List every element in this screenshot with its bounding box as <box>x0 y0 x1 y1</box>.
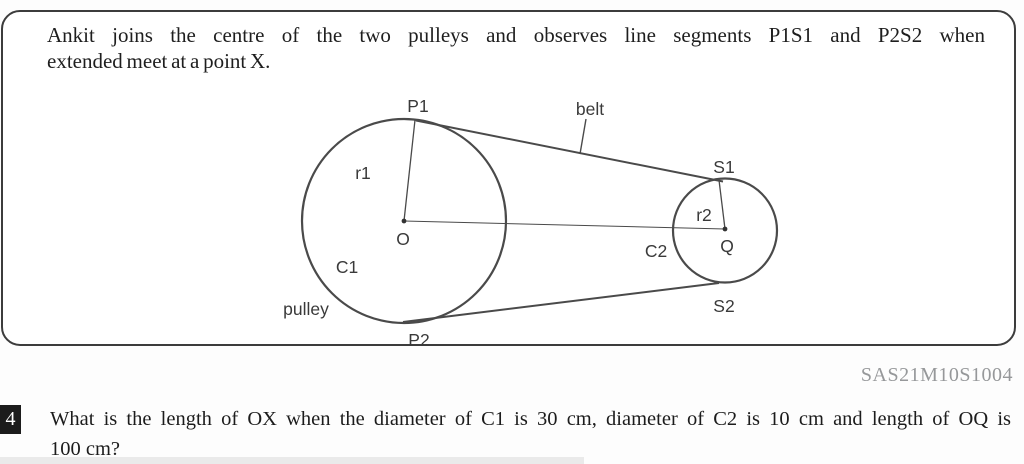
label-p1: P1 <box>407 96 428 116</box>
radius-o-p1-line <box>403 119 416 222</box>
intro-text-line2: extended meet at a point X. <box>47 48 271 73</box>
pulley-c1-circle <box>300 117 508 325</box>
label-s2: S2 <box>713 296 734 316</box>
label-s1: S1 <box>713 157 734 177</box>
reference-code: SAS21M10S1004 <box>860 364 1013 386</box>
label-c1: C1 <box>336 257 358 277</box>
label-r2: r2 <box>696 205 712 225</box>
label-pulley: pulley <box>283 299 329 319</box>
belt-top-tangent-line <box>415 119 724 183</box>
belt-bottom-tangent-line <box>402 282 720 323</box>
intro-text-line1: Ankit joins the centre of the two pulley… <box>47 23 985 47</box>
question-text-line2: 100 cm? <box>50 438 121 460</box>
pulley-belt-diagram: P1 belt S1 r1 r2 O Q C2 C1 S2 pulley P2 <box>283 96 779 350</box>
centre-o-dot <box>401 218 407 224</box>
intro-paragraph: Ankit joins the centre of the two pulley… <box>47 23 985 74</box>
centre-line-o-q <box>403 220 726 230</box>
radius-q-s1-line <box>718 179 726 230</box>
pulley-c2-circle <box>671 177 779 284</box>
label-belt: belt <box>576 99 604 119</box>
centre-q-dot <box>722 226 728 232</box>
question-number-badge: 4 <box>0 405 21 434</box>
label-r1: r1 <box>355 163 371 183</box>
question-context-card: Ankit joins the centre of the two pulley… <box>1 10 1016 350</box>
question-text-line1: What is the length of OX when the diamet… <box>50 408 1011 430</box>
label-p2: P2 <box>408 330 429 350</box>
label-o: O <box>396 229 410 249</box>
question-text: What is the length of OX when the diamet… <box>50 404 1011 464</box>
label-q: Q <box>720 236 734 256</box>
label-c2: C2 <box>645 241 667 261</box>
belt-pointer-line <box>579 118 587 155</box>
bottom-scan-artifact-bar <box>0 457 584 464</box>
